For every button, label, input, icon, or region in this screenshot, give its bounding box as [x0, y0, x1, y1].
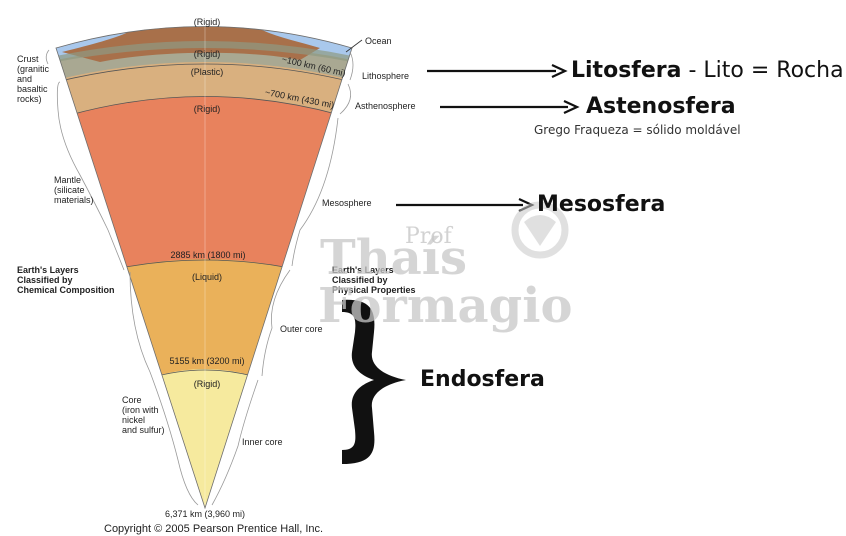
- asthenosphere-label: Asthenosphere: [355, 101, 416, 111]
- litosfera-meaning: - Lito = Rocha: [681, 58, 843, 83]
- litosfera-annotation: Litosfera - Lito = Rocha: [571, 58, 844, 83]
- center-depth-label: 6,371 km (3,960 mi): [165, 509, 245, 519]
- endosfera-title: Endosfera: [420, 367, 545, 392]
- asthenosphere-state-label: (Plastic): [191, 67, 224, 77]
- mantle-core-depth-label: 2885 km (1800 mi): [170, 250, 245, 260]
- ocean-label: Ocean: [365, 36, 392, 46]
- astenosfera-title: Astenosfera: [586, 94, 736, 119]
- mesosfera-title: Mesosfera: [537, 192, 665, 217]
- lithosphere-state-label: (Rigid): [194, 49, 221, 59]
- core-label: Core (iron with nickel and sulfur): [122, 395, 165, 435]
- astenosfera-arrow: [440, 101, 577, 113]
- copyright-text: Copyright © 2005 Pearson Prentice Hall, …: [104, 523, 323, 535]
- watermark-surname: Formagio: [318, 280, 572, 332]
- astenosfera-note: Grego Fraqueza = sólido moldável: [534, 123, 741, 137]
- litosfera-title: Litosfera: [571, 58, 681, 83]
- inner-core-label: Inner core: [242, 437, 283, 447]
- crust-state-label: (Rigid): [194, 17, 221, 27]
- asthenosphere-bracket: [340, 84, 351, 114]
- inner-core-state-label: (Rigid): [194, 379, 221, 389]
- outer-core-state-label: (Liquid): [192, 272, 222, 282]
- crust-label: Crust (granitic and basaltic rocks): [17, 54, 49, 104]
- litosfera-arrow: [427, 65, 565, 77]
- mantle-label: Mantle (silicate materials): [54, 175, 94, 205]
- mesosphere-label: Mesosphere: [322, 198, 372, 208]
- lithosphere-label: Lithosphere: [362, 71, 409, 81]
- mesosfera-arrow: [396, 199, 532, 211]
- watermark-name: Thaís: [320, 232, 467, 284]
- mesosphere-state-label: (Rigid): [194, 104, 221, 114]
- chemical-composition-heading: Earth's Layers Classified by Chemical Co…: [17, 265, 115, 295]
- inner-core-depth-label: 5155 km (3200 mi): [169, 356, 244, 366]
- lithosphere-bracket: [350, 52, 353, 80]
- ocean-pointer: [346, 40, 362, 52]
- outer-core-label: Outer core: [280, 324, 323, 334]
